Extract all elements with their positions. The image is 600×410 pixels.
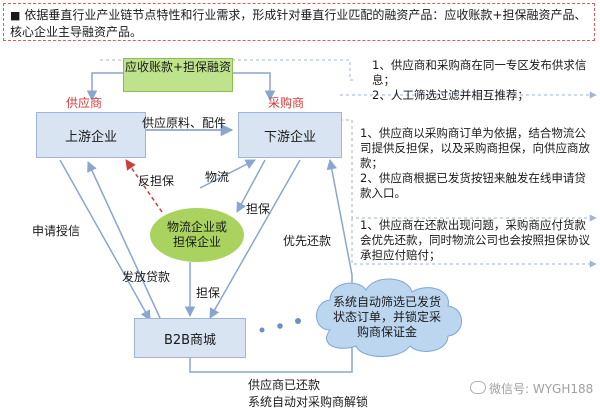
dot-3 — [295, 318, 301, 324]
dotted-line-mid-note — [340, 119, 597, 222]
arrow-guarantee-down — [236, 159, 266, 213]
node-downstream: 下游企业 — [238, 112, 342, 158]
node-upstream: 上游企业 — [36, 112, 146, 158]
arrow-product-to-upstream — [86, 72, 123, 102]
arrow-logistics — [199, 159, 256, 189]
label-auto-unlock: 系统自动对采购商解锁 — [248, 395, 369, 409]
node-downstream-label: 下游企业 — [263, 129, 316, 145]
label-counter-guarantee: 反担保 — [138, 174, 175, 188]
bullet-icon: ■ — [10, 9, 21, 22]
header-box: ■依据垂直行业产业链节点特性和行业需求，形成针对垂直行业匹配的融资产品：应收账款… — [3, 3, 595, 41]
product-box: 应收账款+担保融资 — [123, 58, 233, 92]
label-release-loan: 发放贷款 — [122, 270, 171, 284]
cloud-shape — [316, 278, 462, 357]
arrow-product-to-downstream — [232, 72, 276, 102]
node-b2b: B2B商城 — [134, 318, 246, 358]
arrow-repaid-loop — [189, 158, 353, 373]
arrow-counter-guarantee — [125, 159, 163, 213]
dot-2 — [277, 323, 283, 329]
label-guarantee-down: 担保 — [246, 202, 271, 216]
dotted-line-to-top-note — [100, 59, 355, 81]
label-logistics: 物流 — [205, 170, 230, 184]
role-buyer: 采购商 — [268, 96, 305, 110]
arrow-release-loan — [87, 161, 161, 319]
wechat-icon — [470, 381, 486, 394]
dot-1 — [259, 327, 265, 333]
note-top: 1、供应商和采购商在同一专区发布供求信息； 2、人工筛选过滤并相互推荐； — [372, 58, 587, 102]
label-guarantee-bottom: 担保 — [196, 286, 221, 300]
node-upstream-label: 上游企业 — [64, 129, 117, 145]
product-box-label: 应收账款+担保融资 — [124, 60, 232, 74]
label-apply-credit: 申请授信 — [32, 224, 81, 238]
label-supply: 供应原料、配件 — [142, 116, 227, 130]
note-mid: 1、供应商以采购商订单为依据，结合物流公司提供反担保，以及采购商担保，向供应商放… — [360, 126, 590, 200]
cloud-text: 系统自动筛选已发货状态订单，并锁定采购商保证金 — [332, 290, 442, 344]
cloud-text-label: 系统自动筛选已发货状态订单，并锁定采购商保证金 — [332, 294, 441, 339]
watermark-text: 微信号: WYGH188 — [489, 382, 594, 396]
label-priority-repay: 优先还款 — [283, 234, 332, 248]
label-repaid: 供应商已还款 — [248, 378, 321, 392]
note-bottom: 1、供应商在还款出现问题，采购商应付货款会优先还款，同时物流公司也会按照担保协议… — [360, 218, 590, 262]
watermark: 微信号: WYGH188 — [470, 380, 593, 397]
node-logistics: 物流企业或担保企业 — [150, 208, 244, 262]
arrow-apply-credit — [59, 159, 151, 321]
header-text: 依据垂直行业产业链节点特性和行业需求，形成针对垂直行业匹配的融资产品：应收账款+… — [10, 8, 587, 39]
node-logistics-label: 物流企业或担保企业 — [166, 220, 227, 249]
role-supplier: 供应商 — [66, 96, 103, 110]
arrow-priority-repay — [209, 159, 301, 319]
node-b2b-label: B2B商城 — [163, 332, 217, 348]
